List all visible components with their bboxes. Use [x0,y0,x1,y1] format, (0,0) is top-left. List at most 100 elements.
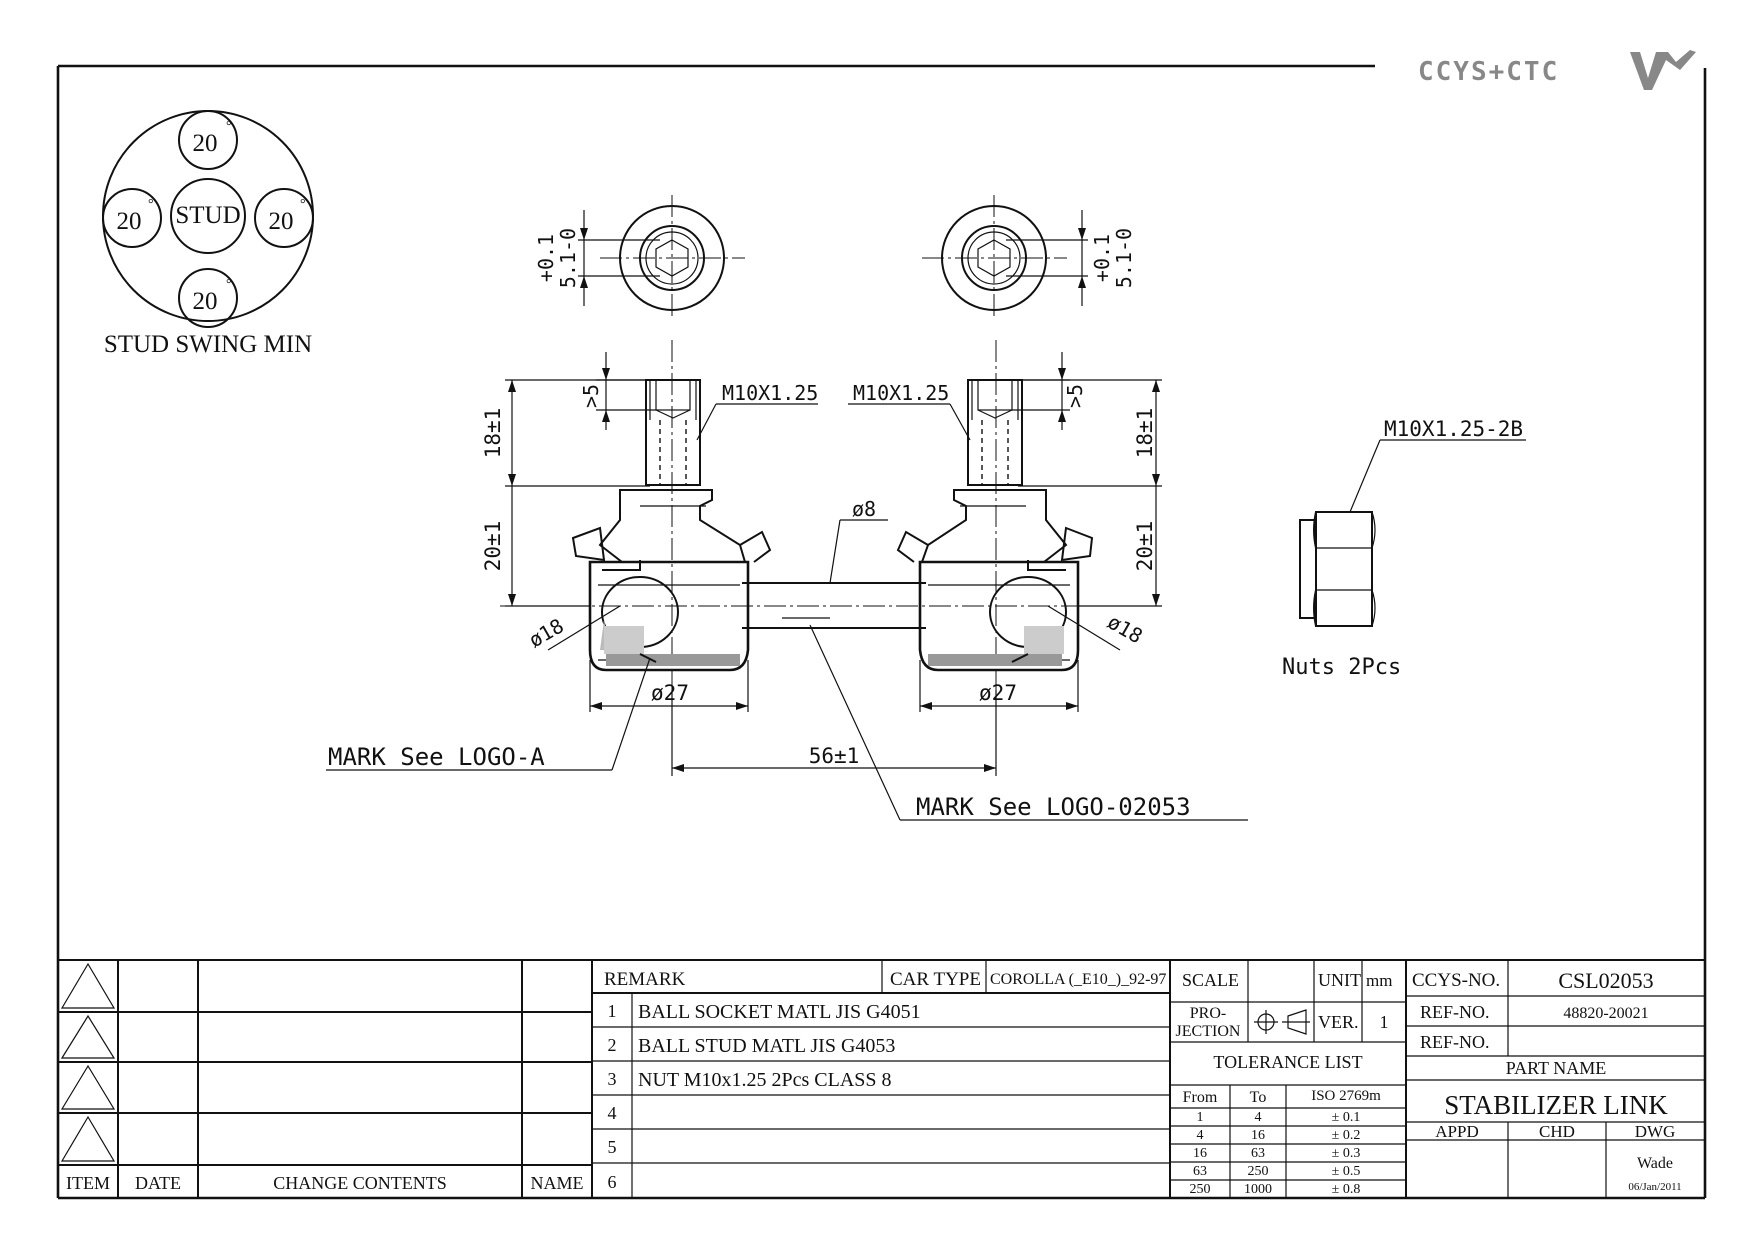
ccys-no-label: CCYS-NO. [1412,970,1500,991]
mark-b-label: MARK See LOGO-02053 [916,793,1191,821]
callout-bar-diameter: ø8 [829,497,888,584]
swing-angle-bottom: 20 [193,288,218,315]
thread-length-left-label: 18±1 [481,408,505,459]
depth-right-label: >5 [1063,384,1087,408]
unit-value: mm [1366,971,1392,990]
stud-label: STUD [175,202,240,229]
part-name-value: STABILIZER LINK [1444,1090,1668,1120]
hex-tol-bottom-right: 5.1-0 [1112,228,1136,288]
ball-right-label: ø18 [1104,610,1147,649]
drawing-border [56,64,1707,1200]
tol-header-from: From [1183,1089,1218,1106]
tol-cell: 63 [1193,1164,1207,1179]
appd-label: APPD [1435,1122,1478,1141]
dim-thread-length-right: 18±1 [1018,379,1162,487]
tol-cell: 250 [1248,1164,1269,1179]
stud-swing-caption: STUD SWING MIN [104,331,312,358]
tol-cell: 63 [1251,1146,1265,1161]
dim-housing-right: ø27 [919,660,1079,712]
height-right-label: 20±1 [1133,521,1157,572]
degree-mark-right: ° [300,197,306,212]
link-bar [742,582,926,629]
remark-item-text: NUT M10x1.25 2Pcs CLASS 8 [638,1069,892,1091]
tol-cell: 16 [1251,1128,1265,1143]
tol-cell: 16 [1193,1146,1207,1161]
ver-value: 1 [1380,1012,1389,1032]
logo-emblem-icon [1630,50,1696,90]
side-view: 18±1 20±1 >5 M10X1.25 [326,340,1248,821]
ccys-no-value: CSL02053 [1558,968,1653,993]
tol-cell: ± 0.1 [1332,1110,1361,1125]
thread-right-label: M10X1.25 [853,381,949,405]
hex-tol-top-left: +0.1 [534,234,558,282]
ref-no-label-1: REF-NO. [1420,1002,1490,1022]
tol-cell: 4 [1197,1128,1204,1143]
dim-thread-length-left: 18±1 [481,379,650,487]
tol-cell: 1 [1197,1110,1204,1125]
nut-view: M10X1.25-2B Nuts 2Pcs [1282,417,1526,680]
rev-header-date: DATE [135,1173,181,1193]
tol-header-iso: ISO 2769m [1311,1088,1381,1104]
chd-label: CHD [1539,1122,1575,1141]
revision-triangles [60,962,116,1162]
thread-left-label: M10X1.25 [722,381,818,405]
rev-header-change: CHANGE CONTENTS [273,1173,447,1193]
remark-item-no: 1 [608,1001,617,1021]
callout-mark-a: MARK See LOGO-A [326,657,651,771]
left-ball-joint [571,379,772,672]
remark-item-no: 5 [608,1137,617,1157]
hex-tol-bottom-left: 5.1-0 [556,228,580,288]
mark-a-label: MARK See LOGO-A [328,743,545,771]
dim-height-right: 20±1 [1078,486,1162,607]
top-view-right: +0.1 5.1-0 [922,195,1136,320]
car-type-value: COROLLA (_E10_)_92-97 [990,971,1166,988]
dwg-name: Wade [1637,1155,1673,1172]
remark-item-text: BALL SOCKET MATL JIS G4051 [638,1001,921,1023]
projection-label-1: PRO- [1190,1005,1226,1022]
ref-no-value-1: 48820-20021 [1563,1005,1648,1022]
tol-cell: 250 [1190,1182,1211,1197]
center-distance-label: 56±1 [809,744,860,768]
ver-label: VER. [1318,1012,1359,1032]
depth-left-label: >5 [579,384,603,408]
top-view-left: +0.1 5.1-0 [534,195,745,320]
company-logo: CCYS+CTC [1418,50,1696,90]
rev-header-item: ITEM [66,1173,110,1193]
right-ball-joint [896,379,1094,672]
housing-left-label: ø27 [651,681,689,705]
degree-mark-left: ° [148,197,154,212]
callout-thread-left: M10X1.25 [696,381,818,441]
degree-mark-bottom: ° [226,277,232,292]
height-left-label: 20±1 [481,521,505,572]
tol-header-to: To [1250,1089,1267,1106]
scale-label: SCALE [1182,970,1239,990]
callout-thread-right: M10X1.25 [848,381,971,441]
logo-text: CCYS+CTC [1418,57,1559,87]
rev-header-name: NAME [531,1173,584,1193]
projection-label-2: JECTION [1176,1023,1241,1040]
tol-cell: 1000 [1244,1182,1272,1197]
swing-angle-right: 20 [269,208,294,235]
nut-thread-label: M10X1.25-2B [1384,417,1523,441]
remark-item-text: BALL STUD MATL JIS G4053 [638,1035,895,1057]
dwg-label: DWG [1635,1122,1676,1141]
tol-cell: ± 0.5 [1332,1164,1361,1179]
callout-mark-b: MARK See LOGO-02053 [809,624,1248,821]
hex-tol-top-right: +0.1 [1090,234,1114,282]
car-type-label: CAR TYPE [890,969,981,990]
dim-housing-left: ø27 [589,660,749,712]
dim-height-left: 20±1 [481,486,590,607]
tol-cell: 4 [1255,1110,1262,1125]
tolerance-title: TOLERANCE LIST [1213,1052,1362,1072]
tol-cell: ± 0.3 [1332,1146,1361,1161]
dim-depth-left: >5 [579,352,656,430]
nut-caption: Nuts 2Pcs [1282,655,1401,680]
dwg-date: 06/Jan/2011 [1628,1181,1681,1193]
dim-depth-right: >5 [1012,352,1087,430]
ref-no-label-2: REF-NO. [1420,1032,1490,1052]
dim-center-distance: 56±1 [671,690,997,776]
title-block: ITEM DATE CHANGE CONTENTS NAME REMARK CA… [58,959,1705,1198]
projection-symbol-icon [1254,1009,1310,1035]
tol-cell: ± 0.2 [1332,1128,1361,1143]
